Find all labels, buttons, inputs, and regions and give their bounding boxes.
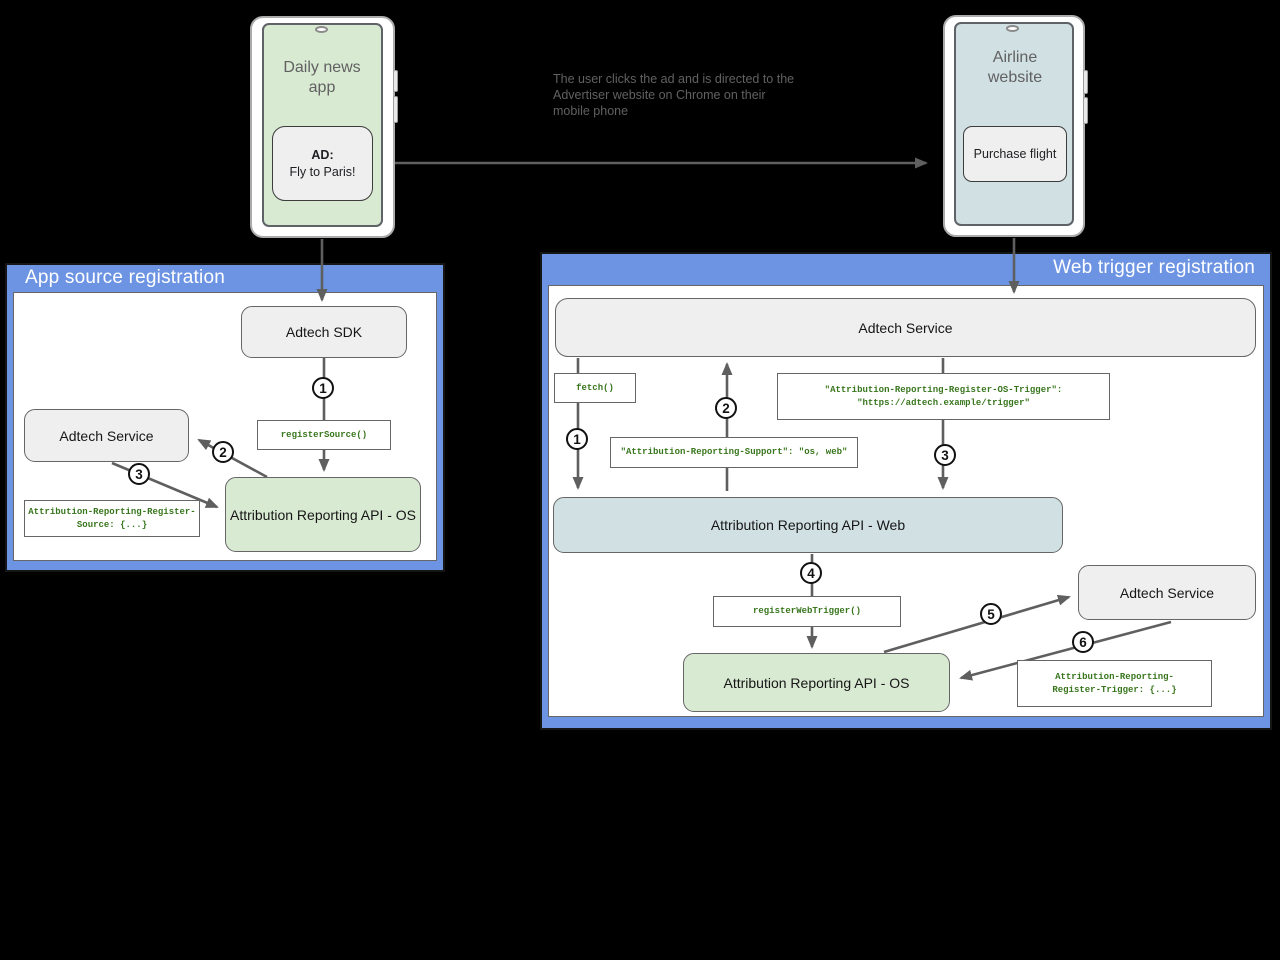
attribution-api-os-box-left: Attribution Reporting API - OS (225, 477, 421, 552)
os-trigger-header-box: "Attribution-Reporting-Register-OS-Trigg… (777, 373, 1110, 420)
register-trigger-header-box: Attribution-Reporting- Register-Trigger:… (1017, 660, 1212, 707)
register-web-trigger-code-box: registerWebTrigger() (713, 596, 901, 627)
app-source-panel-title: App source registration (25, 267, 225, 288)
fetch-code: fetch() (576, 382, 614, 393)
os-trigger-header-line1: "Attribution-Reporting-Register-OS-Trigg… (824, 384, 1063, 395)
register-source-header-line2: Source: {...} (76, 519, 148, 530)
phone-camera-icon (315, 26, 328, 33)
phone-volume-button (1083, 97, 1088, 124)
step-3-badge-right: 3 (934, 444, 956, 466)
step-2-badge-left: 2 (212, 441, 234, 463)
step-2-badge-right: 2 (715, 397, 737, 419)
phone-camera-icon (1006, 25, 1019, 32)
register-source-code-box: registerSource() (257, 420, 391, 450)
support-header-code: "Attribution-Reporting-Support": "os, we… (620, 447, 848, 457)
attribution-api-os-box-right: Attribution Reporting API - OS (683, 653, 950, 712)
step-1-badge-left: 1 (312, 377, 334, 399)
register-source-code: registerSource() (280, 429, 368, 440)
step-5-badge-right: 5 (980, 603, 1002, 625)
step-4-badge-right: 4 (800, 562, 822, 584)
adtech-service-box-right: Adtech Service (1078, 565, 1256, 620)
adtech-sdk-box: Adtech SDK (241, 306, 407, 358)
os-trigger-header-line2: "https://adtech.example/trigger" (857, 397, 1030, 408)
ad-card: AD: Fly to Paris! (272, 126, 373, 201)
step-1-badge-right: 1 (566, 428, 588, 450)
left-phone-app-title: Daily news app (283, 59, 361, 96)
right-phone-screen (954, 22, 1074, 226)
register-trigger-header-line2: Register-Trigger: {...} (1052, 684, 1177, 695)
register-web-trigger-code: registerWebTrigger() (752, 606, 862, 616)
support-header-box: "Attribution-Reporting-Support": "os, we… (610, 437, 858, 468)
ad-text: Fly to Paris! (289, 164, 356, 179)
ad-heading: AD: (311, 147, 334, 162)
user-click-annotation: The user clicks the ad and is directed t… (553, 72, 795, 118)
phone-power-button (1083, 70, 1088, 94)
phone-volume-button (393, 96, 398, 123)
right-phone-app-title: Airline website (987, 49, 1043, 86)
register-source-header-line1: Attribution-Reporting-Register- (28, 506, 196, 517)
step-6-badge-right: 6 (1072, 631, 1094, 653)
register-trigger-header-line1: Attribution-Reporting- (1055, 671, 1174, 682)
purchase-flight-button: Purchase flight (963, 126, 1067, 182)
fetch-code-box: fetch() (554, 373, 636, 403)
web-trigger-panel-title: Web trigger registration (1053, 257, 1255, 278)
attribution-api-web-box: Attribution Reporting API - Web (553, 497, 1063, 553)
adtech-service-box-top: Adtech Service (555, 298, 1256, 357)
adtech-service-box-left: Adtech Service (24, 409, 189, 462)
register-source-header-box: Attribution-Reporting-Register- Source: … (24, 500, 200, 537)
phone-power-button (393, 70, 398, 92)
step-3-badge-left: 3 (128, 463, 150, 485)
